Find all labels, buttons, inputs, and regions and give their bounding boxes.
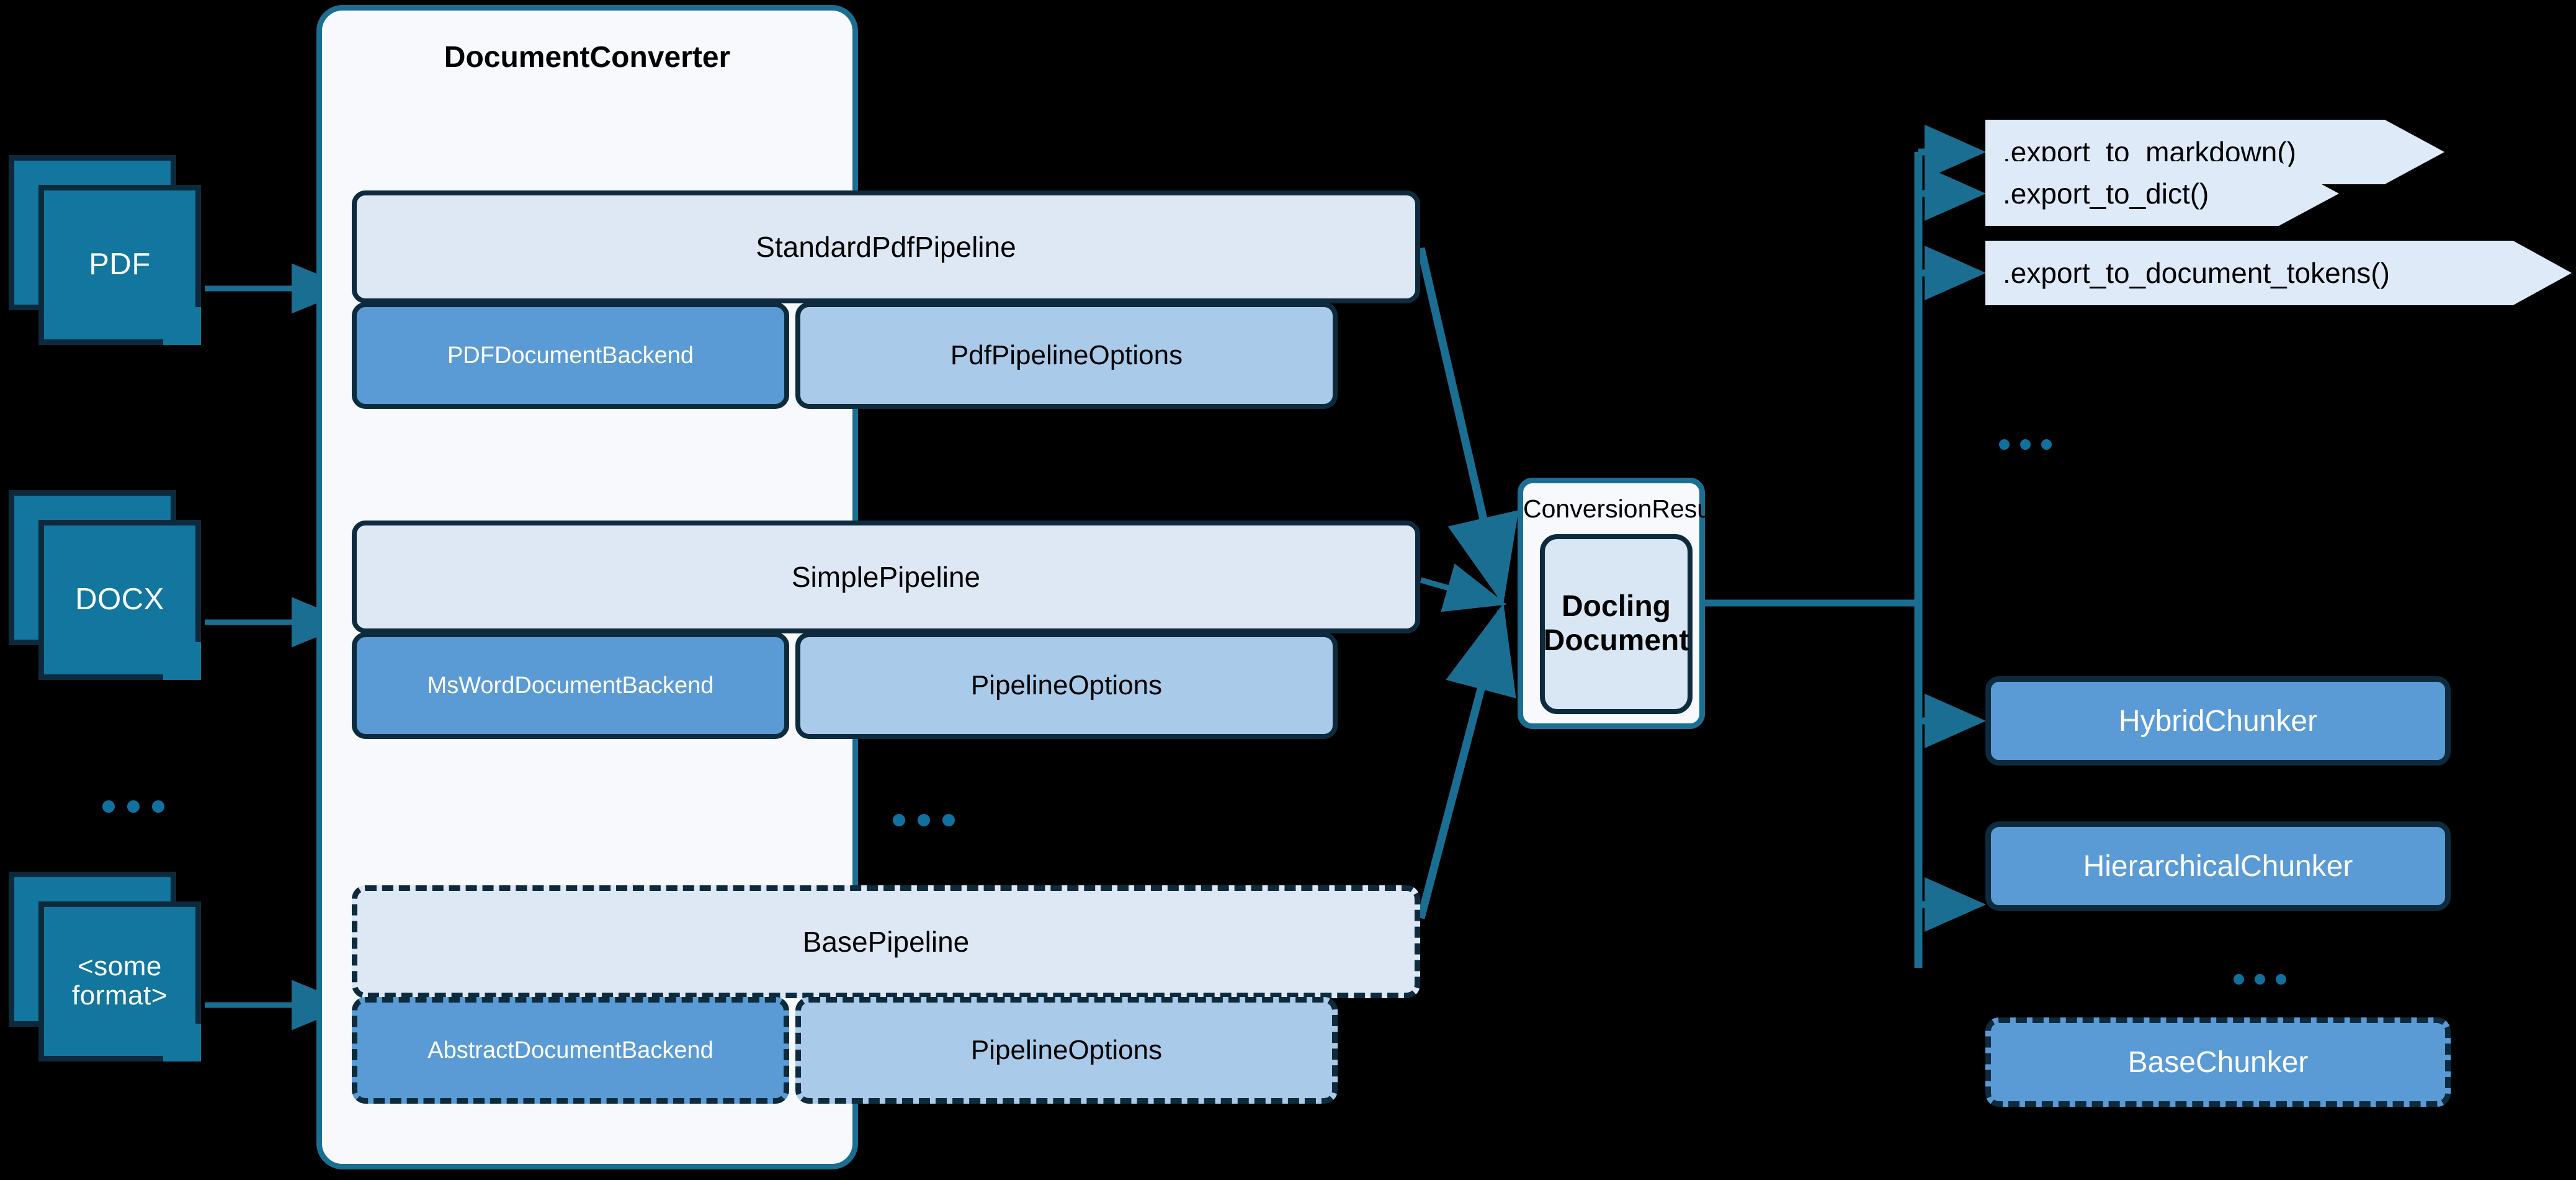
pipeline-row: AbstractDocumentBackend PipelineOptions bbox=[352, 997, 1420, 1104]
conversion-result-title: ConversionResult bbox=[1523, 494, 1724, 523]
pipeline-label-standard-pdf: StandardPdfPipeline bbox=[352, 190, 1420, 303]
document-icon-some-format[interactable]: <some format> bbox=[9, 872, 213, 1064]
converter-pipelines-ellipsis bbox=[893, 814, 955, 826]
pipeline-label-simple: SimplePipeline bbox=[352, 521, 1420, 633]
document-icon-pdf[interactable]: PDF bbox=[9, 155, 213, 347]
backend-box-pdf[interactable]: PDFDocumentBackend bbox=[352, 302, 789, 409]
converter-title: DocumentConverter bbox=[444, 41, 731, 74]
export-label: .export_to_document_tokens() bbox=[2003, 257, 2390, 289]
export-chevron-dict[interactable]: .export_to_dict() bbox=[1985, 161, 2339, 226]
options-box-base[interactable]: PipelineOptions bbox=[795, 997, 1338, 1104]
options-box-pdf[interactable]: PdfPipelineOptions bbox=[795, 302, 1338, 409]
docling-document-line1: Docling bbox=[1562, 590, 1671, 624]
page-fold-corner bbox=[38, 185, 201, 345]
chunker-box-base[interactable]: BaseChunker bbox=[1985, 1017, 2451, 1107]
backend-box-msword[interactable]: MsWordDocumentBackend bbox=[352, 632, 789, 739]
page-fold-corner bbox=[38, 901, 201, 1062]
docling-document-node[interactable]: Docling Document bbox=[1540, 534, 1693, 714]
docling-document-line2: Document bbox=[1543, 624, 1689, 657]
export-chevron-document-tokens[interactable]: .export_to_document_tokens() bbox=[1985, 241, 2572, 305]
chunker-box-hierarchical[interactable]: HierarchicalChunker bbox=[1985, 821, 2451, 911]
docling-document-label: Docling Document bbox=[1544, 590, 1689, 658]
exports-ellipsis bbox=[1999, 439, 2052, 450]
pipeline-group-standard-pdf[interactable]: StandardPdfPipeline PDFDocumentBackend P… bbox=[352, 190, 1420, 409]
page-fold-corner bbox=[38, 520, 201, 680]
pipeline-label-base: BasePipeline bbox=[352, 885, 1420, 998]
input-documents-ellipsis bbox=[102, 800, 164, 813]
document-icon-docx[interactable]: DOCX bbox=[9, 490, 213, 682]
backend-box-abstract[interactable]: AbstractDocumentBackend bbox=[352, 997, 789, 1104]
chunker-label: HybridChunker bbox=[2118, 704, 2318, 738]
chunker-box-hybrid[interactable]: HybridChunker bbox=[1985, 676, 2451, 766]
pipeline-group-simple[interactable]: SimplePipeline MsWordDocumentBackend Pip… bbox=[352, 521, 1420, 739]
document-converter-container: DocumentConverter StandardPdfPipeline PD… bbox=[316, 5, 1420, 1169]
pipeline-row: PDFDocumentBackend PdfPipelineOptions bbox=[352, 302, 1420, 409]
chunkers-ellipsis bbox=[2234, 974, 2286, 985]
export-label: .export_to_dict() bbox=[2003, 177, 2209, 210]
chunker-label: BaseChunker bbox=[2127, 1045, 2309, 1079]
chunker-label: HierarchicalChunker bbox=[2083, 849, 2353, 883]
pipeline-row: MsWordDocumentBackend PipelineOptions bbox=[352, 632, 1420, 739]
conversion-result-container: ConversionResult Docling Document bbox=[1518, 478, 1724, 729]
options-box-simple[interactable]: PipelineOptions bbox=[795, 632, 1338, 739]
pipeline-group-base[interactable]: BasePipeline AbstractDocumentBackend Pip… bbox=[352, 885, 1420, 1104]
